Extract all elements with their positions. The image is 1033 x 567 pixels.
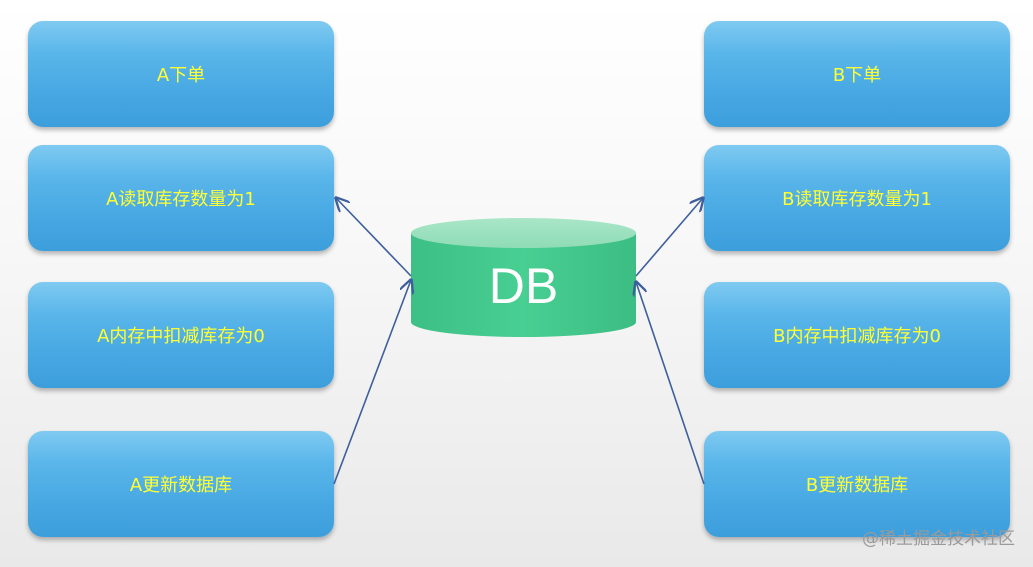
database-top <box>411 218 636 248</box>
left-step-label-deduct-memory: A内存中扣减库存为0 <box>97 326 265 347</box>
left-step-box-update-db: A更新数据库 <box>28 431 334 537</box>
right-step-label-update-db: B更新数据库 <box>805 475 909 496</box>
right-step-box-read-stock: B读取库存数量为1 <box>704 145 1010 251</box>
watermark-text: @稀土掘金技术社区 <box>862 529 1015 549</box>
arrow-left-update-to-db <box>333 280 411 485</box>
right-step-label-read-stock: B读取库存数量为1 <box>782 189 932 210</box>
right-step-box-deduct-memory: B内存中扣减库存为0 <box>704 282 1010 388</box>
arrow-db-to-right-read <box>635 198 703 277</box>
database-body <box>411 233 636 337</box>
right-step-label-order: B下单 <box>832 65 882 86</box>
database-label: DB <box>488 258 559 314</box>
left-step-label-order: A下单 <box>156 65 206 86</box>
left-step-box-order: A下单 <box>28 21 334 127</box>
left-step-label-update-db: A更新数据库 <box>129 475 233 496</box>
right-step-label-deduct-memory: B内存中扣减库存为0 <box>773 326 941 347</box>
left-step-label-read-stock: A读取库存数量为1 <box>106 189 256 210</box>
arrow-right-update-to-db <box>636 282 705 485</box>
right-step-box-order: B下单 <box>704 21 1010 127</box>
right-step-box-update-db: B更新数据库 <box>704 431 1010 537</box>
arrow-db-to-left-read <box>336 198 412 277</box>
left-step-box-read-stock: A读取库存数量为1 <box>28 145 334 251</box>
left-step-box-deduct-memory: A内存中扣减库存为0 <box>28 282 334 388</box>
